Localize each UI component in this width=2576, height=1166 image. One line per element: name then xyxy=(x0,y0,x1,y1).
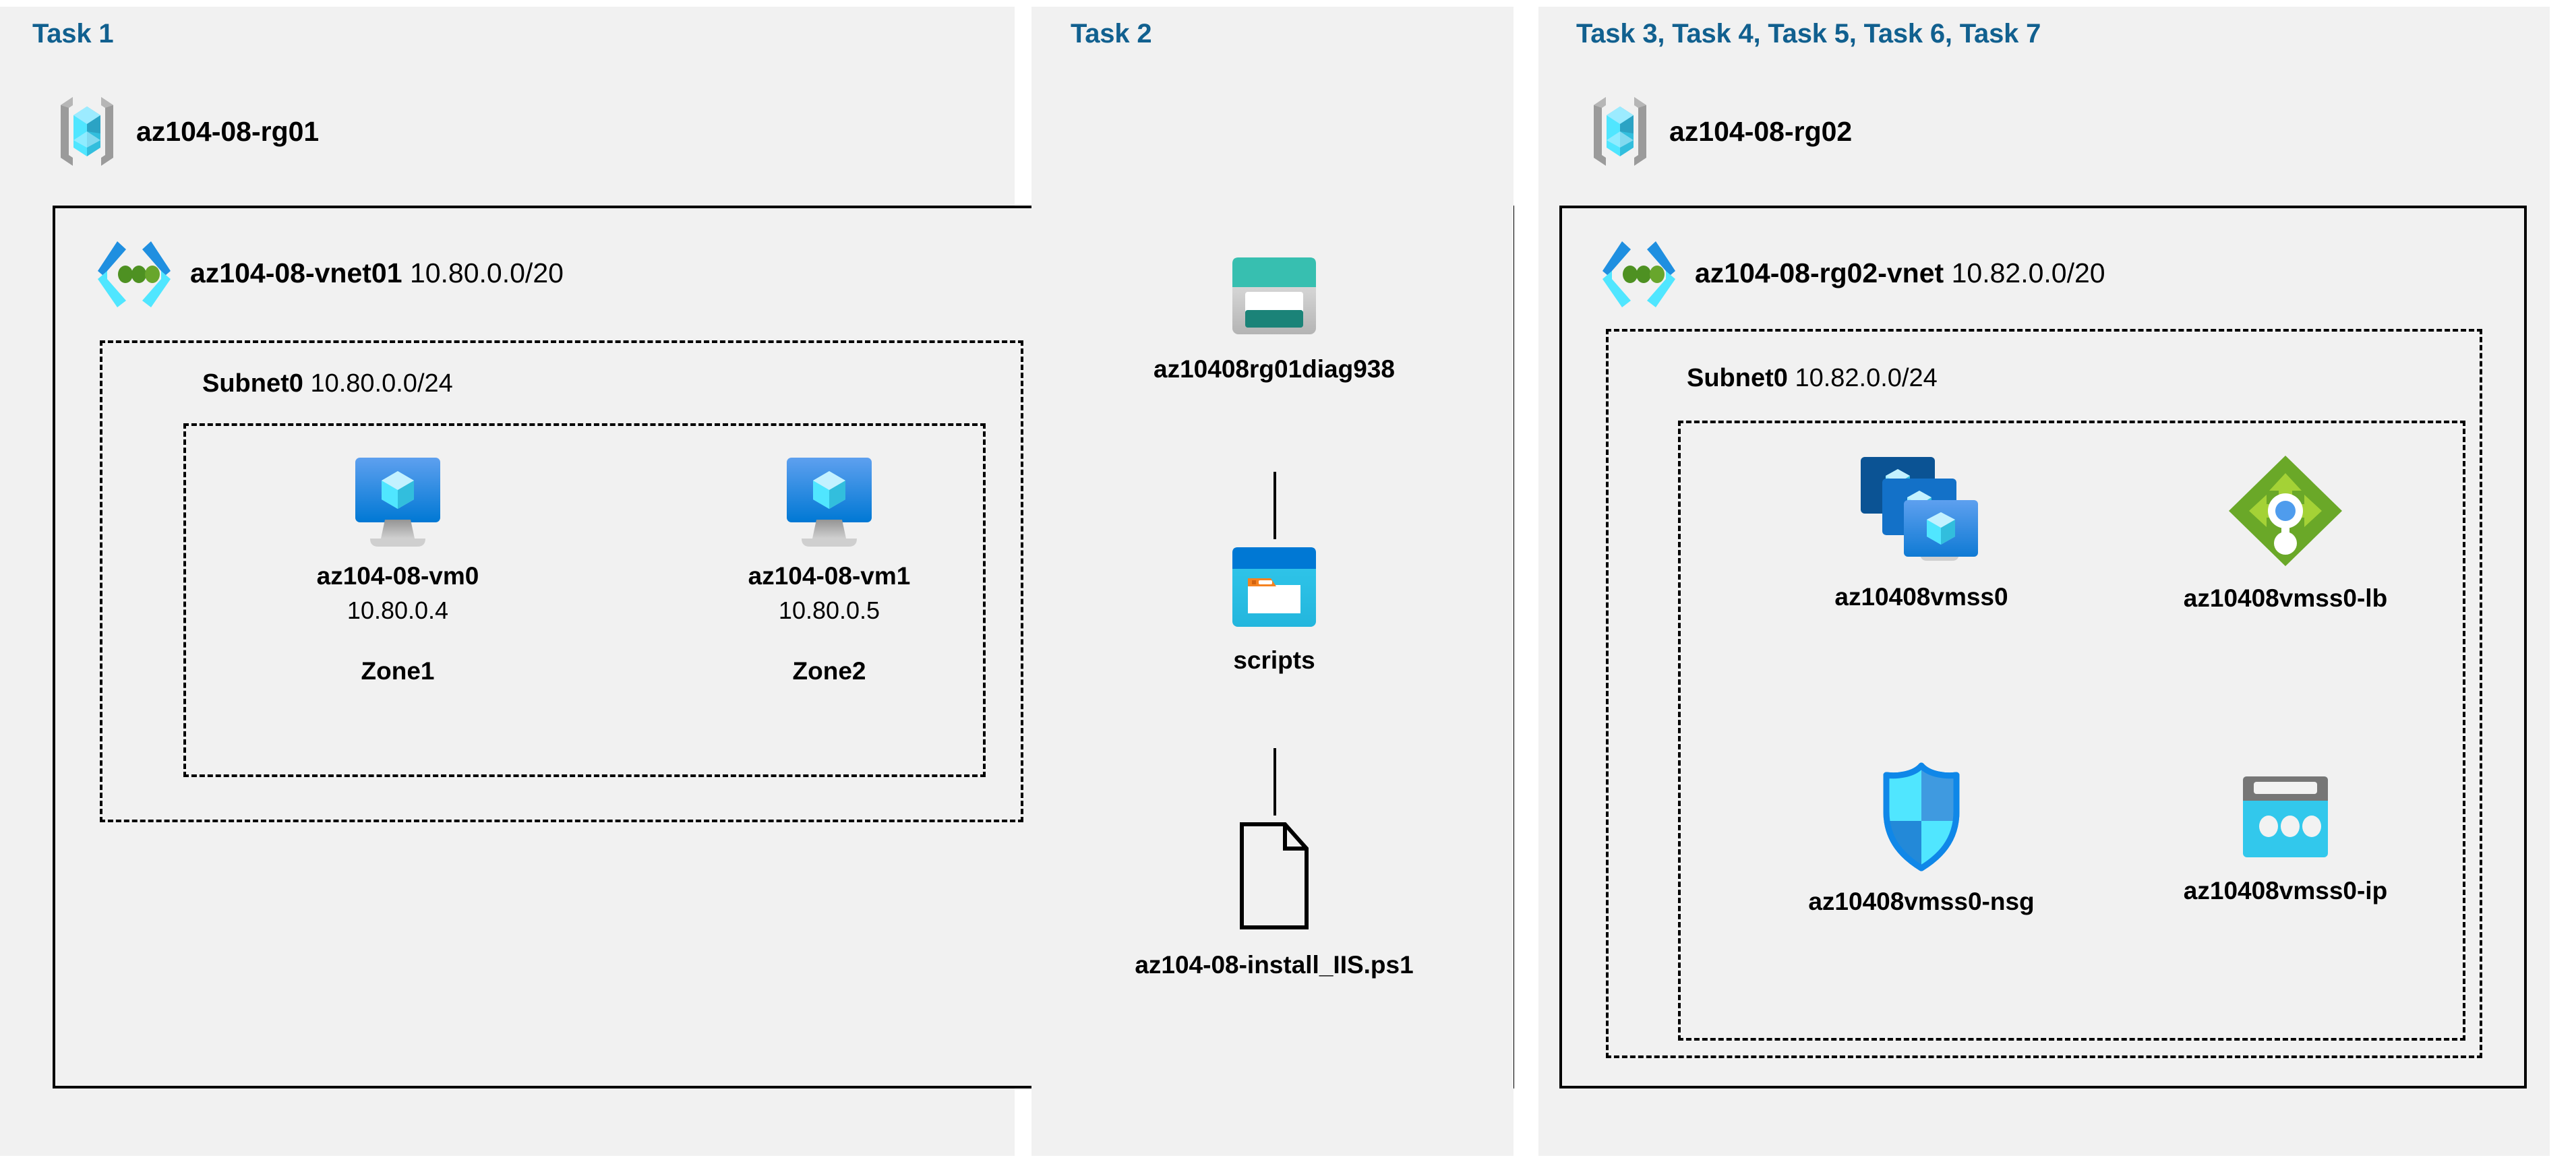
task3to7-resource-group-box xyxy=(1678,421,2465,1041)
task3to7-resource-group: az104-08-rg02 xyxy=(1586,94,1852,168)
task1-vm1-zone: Zone2 xyxy=(792,657,866,685)
task3to7-vnet-name: az104-08-rg02-vnet xyxy=(1695,257,1944,288)
storage-account-icon xyxy=(1230,255,1318,337)
task2-storage-account-label: az10408rg01diag938 xyxy=(1154,355,1395,383)
task3to7-resource-group-name: az104-08-rg02 xyxy=(1669,115,1853,147)
task3to7-public-ip-label: az10408vmss0-ip xyxy=(2183,877,2388,904)
virtual-machine-icon xyxy=(781,455,877,549)
task3to7-subnet-name: Subnet0 xyxy=(1687,364,1788,392)
task2-script-file[interactable]: az104-08-install_IIS.ps1 xyxy=(1135,821,1414,980)
task3to7-vnet-box xyxy=(1559,206,2527,1088)
task1-vnet-cidr: 10.80.0.0/20 xyxy=(409,257,564,288)
task1-vm1[interactable]: az104-08-vm1 10.80.0.5 Zone2 xyxy=(715,455,944,685)
task1-vm1-label: az104-08-vm1 xyxy=(748,562,911,590)
task3to7-label: Task 3, Task 4, Task 5, Task 6, Task 7 xyxy=(1576,19,2041,49)
network-security-group-icon xyxy=(1874,762,1969,872)
task3to7-subnet-cidr: 10.82.0.0/24 xyxy=(1795,364,1938,392)
task3to7-subnet-box xyxy=(1606,329,2482,1058)
task2-blob-container[interactable]: scripts xyxy=(1146,545,1402,675)
vm-scale-set-icon xyxy=(1855,453,1987,569)
task1-subnet-name: Subnet0 xyxy=(202,369,303,398)
task1-vnet-header: az104-08-vnet01 10.80.0.0/20 xyxy=(94,237,564,309)
task2-label: Task 2 xyxy=(1071,19,1152,49)
task2-storage-account[interactable]: az10408rg01diag938 xyxy=(1146,255,1402,384)
task2-blob-container-label: scripts xyxy=(1233,646,1315,674)
task1-resource-group-name: az104-08-rg01 xyxy=(136,115,320,147)
resource-group-icon xyxy=(53,94,121,168)
task3to7-load-balancer[interactable]: az10408vmss0-lb xyxy=(2130,453,2440,613)
blob-container-icon xyxy=(1230,545,1318,630)
resource-group-icon xyxy=(1586,94,1654,168)
connector-container-to-file xyxy=(1274,748,1276,816)
load-balancer-icon xyxy=(2226,453,2345,569)
connector-storage-to-container xyxy=(1274,472,1276,539)
task3to7-vmss[interactable]: az10408vmss0 xyxy=(1780,453,2063,612)
task1-vm-group-box xyxy=(183,423,986,777)
task3to7-subnet-label: Subnet0 10.82.0.0/24 xyxy=(1687,364,1938,393)
virtual-network-icon xyxy=(1599,237,1679,309)
task3to7-nsg-label: az10408vmss0-nsg xyxy=(1808,888,2035,915)
virtual-machine-icon xyxy=(350,455,446,549)
task1-resource-group: az104-08-rg01 xyxy=(53,94,319,168)
task3to7-vnet-title: az104-08-rg02-vnet 10.82.0.0/20 xyxy=(1695,257,2105,289)
task1-vm1-ip: 10.80.0.5 xyxy=(778,596,880,624)
public-ip-address-icon xyxy=(2238,772,2333,861)
task1-subnet-box xyxy=(100,340,1023,822)
task3to7-public-ip[interactable]: az10408vmss0-ip xyxy=(2137,772,2434,906)
task1-vm0[interactable]: az104-08-vm0 10.80.0.4 Zone1 xyxy=(283,455,512,685)
task1-vnet-name: az104-08-vnet01 xyxy=(190,257,402,288)
task3to7-vnet-cidr: 10.82.0.0/20 xyxy=(1951,257,2105,288)
task2-script-file-label: az104-08-install_IIS.ps1 xyxy=(1135,951,1414,979)
task1-vm0-ip: 10.80.0.4 xyxy=(347,596,449,624)
task3to7-vnet-header: az104-08-rg02-vnet 10.82.0.0/20 xyxy=(1599,237,2105,309)
task3to7-nsg[interactable]: az10408vmss0-nsg xyxy=(1770,762,2073,917)
task1-vm0-zone: Zone1 xyxy=(361,657,435,685)
task1-subnet-cidr: 10.80.0.0/24 xyxy=(310,369,453,398)
file-document-icon xyxy=(1235,821,1313,931)
task1-label: Task 1 xyxy=(32,19,114,49)
task1-vm0-label: az104-08-vm0 xyxy=(316,562,479,590)
task1-vnet-title: az104-08-vnet01 10.80.0.0/20 xyxy=(190,257,564,289)
task3to7-vmss-label: az10408vmss0 xyxy=(1834,583,2008,611)
task3to7-load-balancer-label: az10408vmss0-lb xyxy=(2183,584,2388,612)
task1-subnet-label: Subnet0 10.80.0.0/24 xyxy=(202,369,453,398)
virtual-network-icon xyxy=(94,237,174,309)
